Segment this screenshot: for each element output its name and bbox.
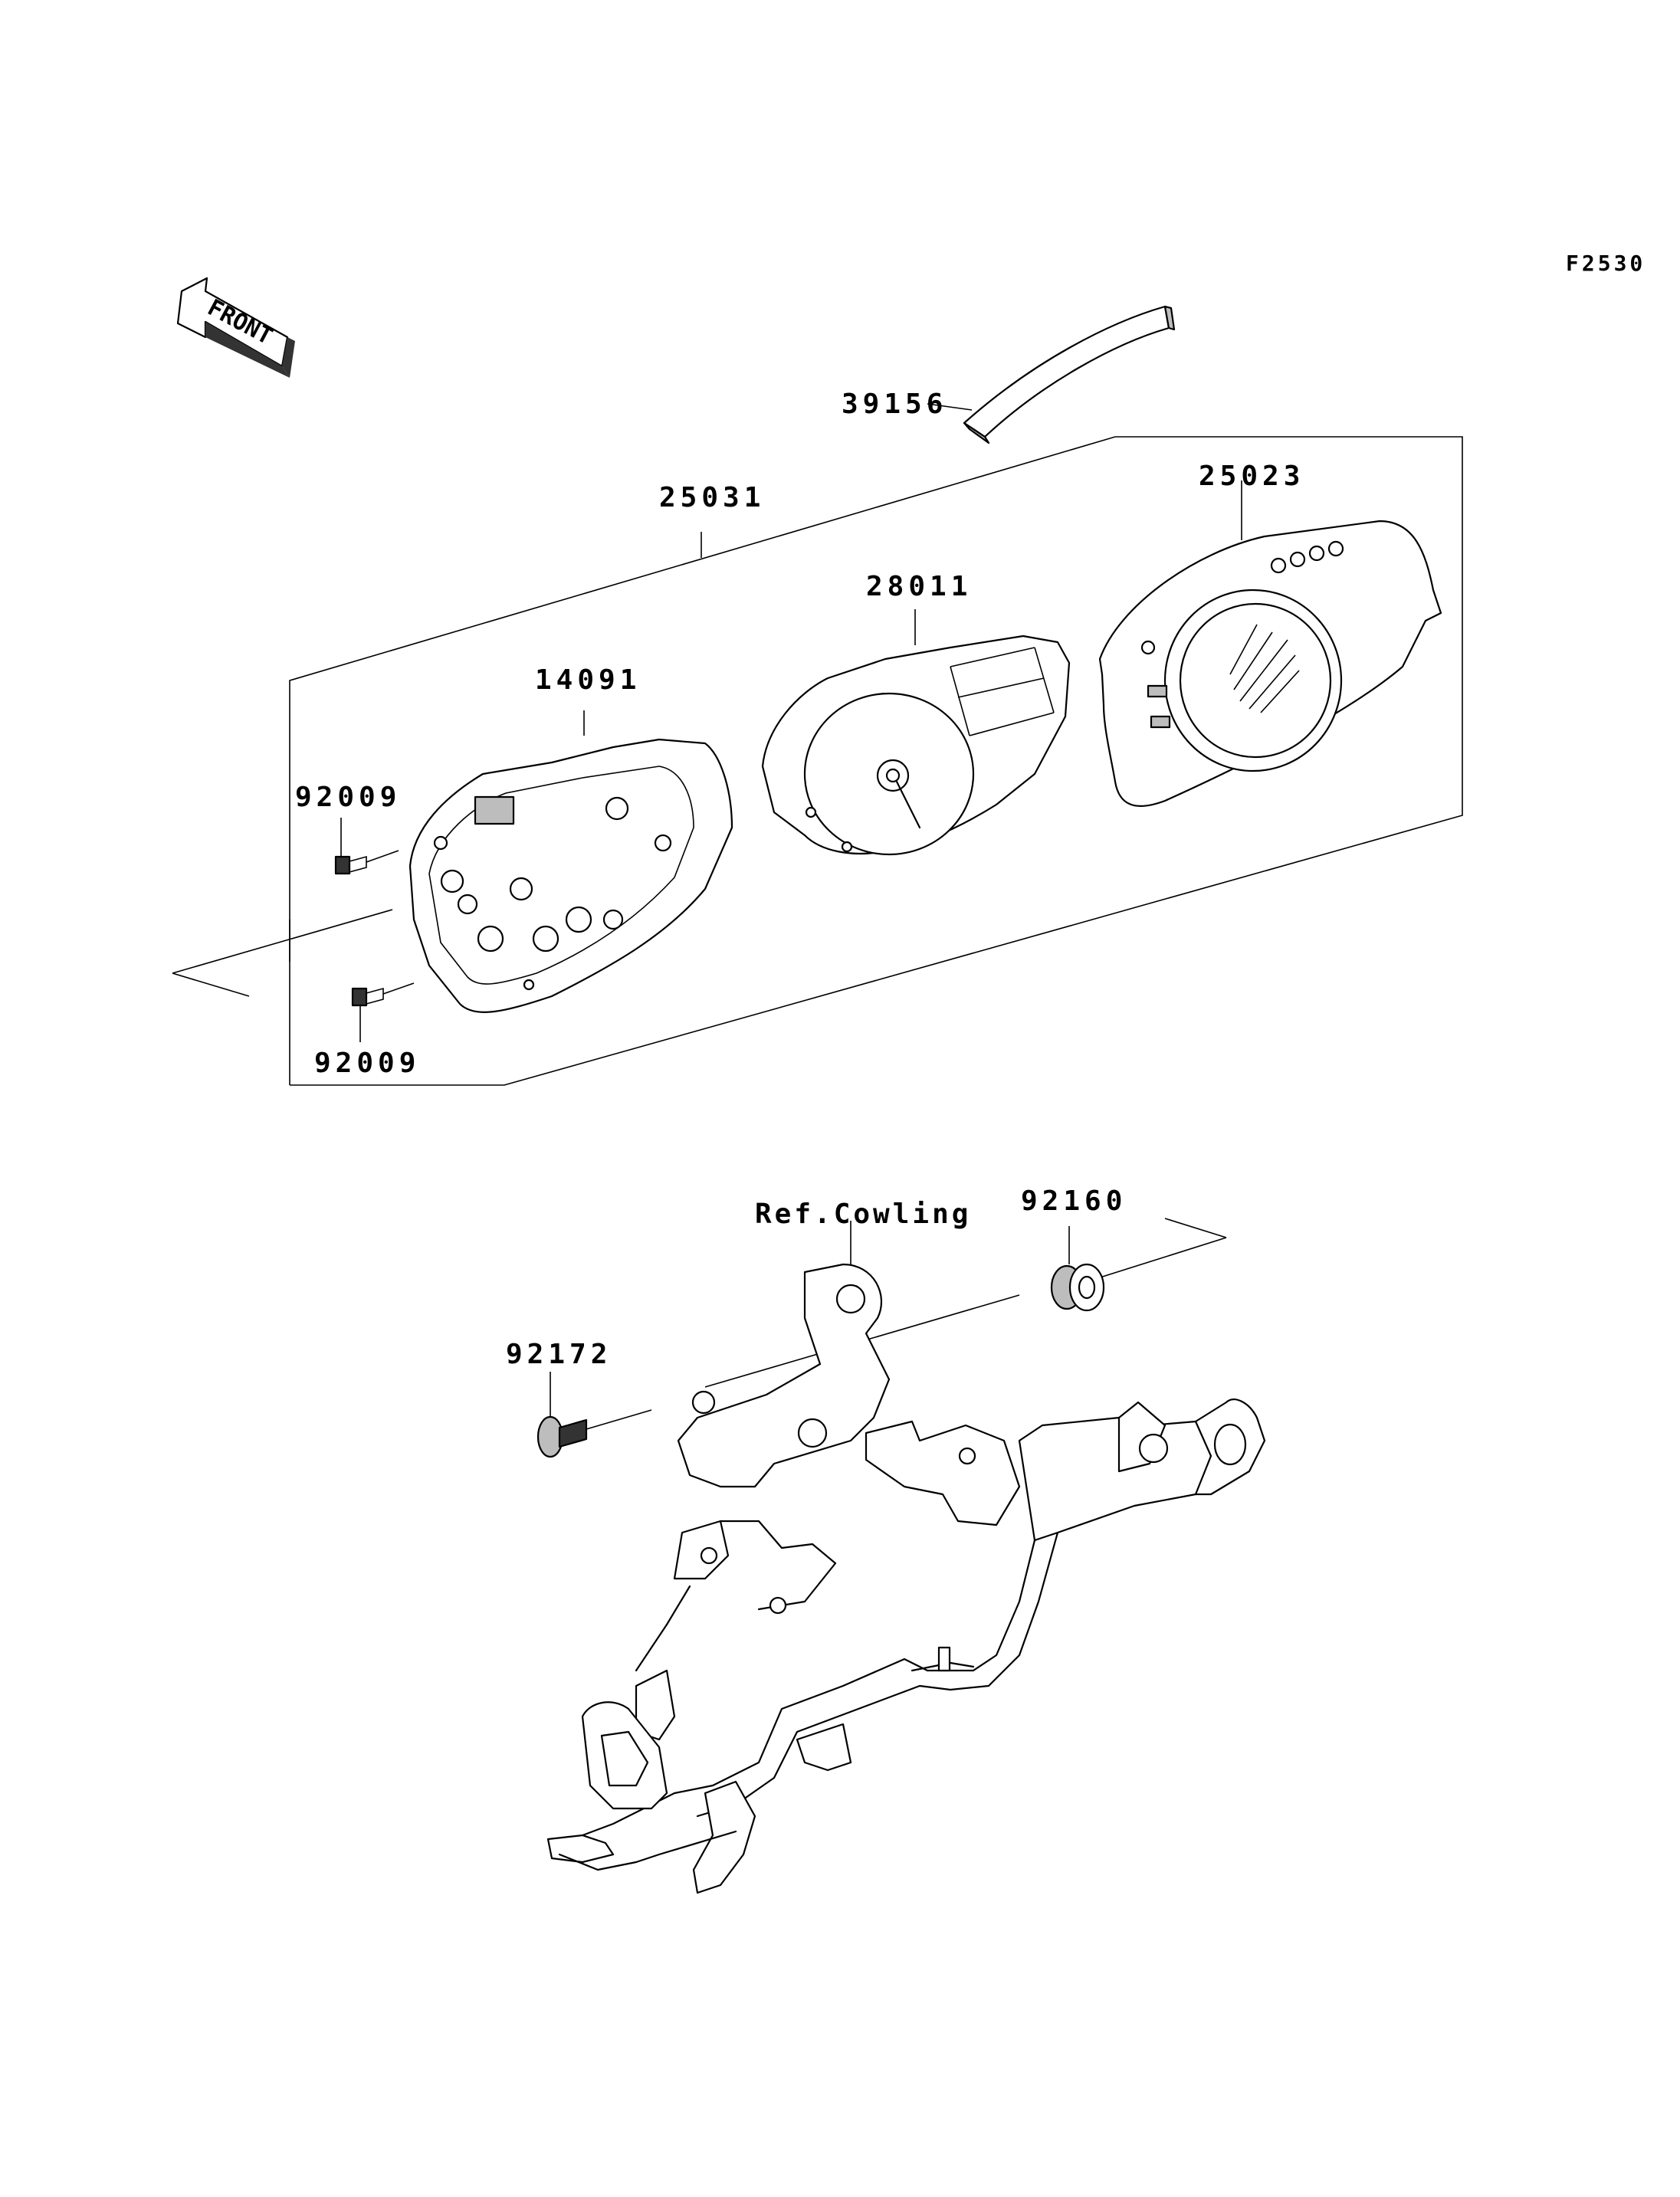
part-92009-screw-lower [351, 982, 415, 1042]
callout-92009-upper: 92009 [295, 782, 402, 813]
part-39156-strip [927, 305, 1176, 444]
callout-25023: 25023 [1199, 461, 1305, 492]
callout-92172: 92172 [506, 1339, 612, 1370]
callout-ref-cowling: Ref.Cowling [755, 1199, 972, 1230]
figure-code: F2530 [1566, 251, 1646, 276]
assembly-25031-box [172, 436, 1463, 1086]
callout-25031: 25031 [659, 482, 766, 513]
callout-92009-lower: 92009 [314, 1048, 421, 1079]
callout-92160: 92160 [1021, 1185, 1127, 1217]
part-28011-meter-unit [761, 609, 1071, 856]
callout-28011: 28011 [866, 571, 973, 602]
meter-stay-bracket [546, 1218, 1266, 1894]
part-14091-meter-case [409, 710, 733, 1013]
part-92172-bolt [536, 1372, 652, 1458]
part-25023-upper-cover [1098, 480, 1442, 807]
callout-39156: 39156 [842, 389, 948, 420]
part-92160-grommet [1050, 1226, 1105, 1312]
part-92009-screw-upper [334, 818, 399, 875]
callout-14091: 14091 [535, 664, 641, 696]
front-arrow-icon: FRONT [176, 277, 295, 378]
